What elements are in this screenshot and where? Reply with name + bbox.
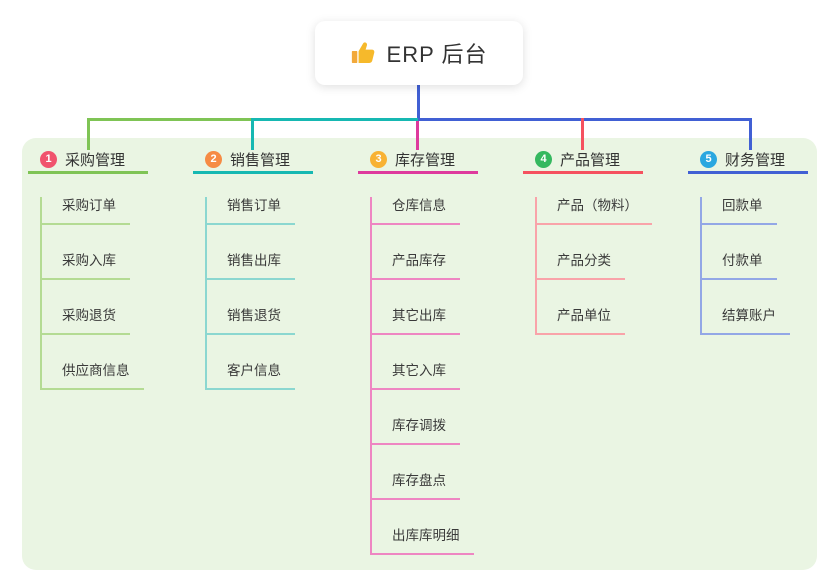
branch-finance: 5 财务管理 回款单 付款单 结算账户: [688, 148, 838, 335]
child-node: 结算账户: [702, 307, 838, 335]
branch-number-badge: 3: [370, 151, 387, 168]
branch-label: 库存管理: [395, 152, 456, 169]
branch-sales: 2 销售管理 销售订单 销售出库 销售退货 客户信息: [193, 148, 343, 390]
branch-header[interactable]: 4 产品管理: [523, 148, 643, 174]
branch-label: 产品管理: [560, 152, 621, 169]
connector-root-drop: [417, 85, 420, 119]
branch-number-badge: 5: [700, 151, 717, 168]
child-node: 客户信息: [207, 362, 343, 390]
child-label[interactable]: 产品单位: [537, 307, 625, 335]
connector-drop-branch4: [581, 118, 584, 150]
child-label[interactable]: 结算账户: [702, 307, 790, 335]
child-node: 出库库明细: [372, 527, 508, 555]
child-node: 库存调拨: [372, 417, 508, 445]
child-node: 付款单: [702, 252, 838, 280]
thumbs-up-icon: [351, 42, 374, 63]
connector-bus-green: [87, 118, 253, 121]
root-label: ERP 后台: [386, 42, 488, 67]
branch-number-badge: 1: [40, 151, 57, 168]
child-node: 供应商信息: [42, 362, 178, 390]
connector-bus-teal: [251, 118, 418, 121]
child-label[interactable]: 库存调拨: [372, 417, 460, 445]
branch-number-badge: 4: [535, 151, 552, 168]
child-node: 仓库信息: [372, 197, 508, 225]
child-node: 库存盘点: [372, 472, 508, 500]
child-node: 产品库存: [372, 252, 508, 280]
child-node: 销售出库: [207, 252, 343, 280]
child-label[interactable]: 销售订单: [207, 197, 295, 225]
branch-label: 财务管理: [725, 152, 786, 169]
child-node: 销售退货: [207, 307, 343, 335]
branch-children: 仓库信息 产品库存 其它出库 其它入库 库存调拨 库存盘点 出库库明细: [370, 197, 508, 555]
child-label[interactable]: 仓库信息: [372, 197, 460, 225]
branch-children: 产品（物料） 产品分类 产品单位: [535, 197, 673, 335]
child-node: 采购订单: [42, 197, 178, 225]
child-label[interactable]: 产品（物料）: [537, 197, 652, 225]
connector-drop-branch3: [416, 121, 419, 150]
branch-children: 回款单 付款单 结算账户: [700, 197, 838, 335]
child-node: 销售订单: [207, 197, 343, 225]
connector-drop-branch2: [251, 118, 254, 150]
branch-label: 采购管理: [65, 152, 126, 169]
connector-drop-branch1: [87, 118, 90, 150]
branch-product: 4 产品管理 产品（物料） 产品分类 产品单位: [523, 148, 673, 335]
child-label[interactable]: 库存盘点: [372, 472, 460, 500]
child-label[interactable]: 付款单: [702, 252, 777, 280]
child-label[interactable]: 客户信息: [207, 362, 295, 390]
child-label[interactable]: 产品分类: [537, 252, 625, 280]
root-node[interactable]: ERP 后台: [315, 21, 523, 85]
child-label[interactable]: 产品库存: [372, 252, 460, 280]
branch-header[interactable]: 5 财务管理: [688, 148, 808, 174]
connector-drop-branch5: [749, 118, 752, 150]
child-node: 其它入库: [372, 362, 508, 390]
branch-header[interactable]: 3 库存管理: [358, 148, 478, 174]
child-label[interactable]: 采购退货: [42, 307, 130, 335]
child-label[interactable]: 采购入库: [42, 252, 130, 280]
child-node: 产品单位: [537, 307, 673, 335]
child-node: 采购入库: [42, 252, 178, 280]
child-label[interactable]: 供应商信息: [42, 362, 144, 390]
child-node: 回款单: [702, 197, 838, 225]
child-label[interactable]: 回款单: [702, 197, 777, 225]
child-label[interactable]: 出库库明细: [372, 527, 474, 555]
child-node: 产品分类: [537, 252, 673, 280]
child-label[interactable]: 销售退货: [207, 307, 295, 335]
child-label[interactable]: 销售出库: [207, 252, 295, 280]
branch-header[interactable]: 1 采购管理: [28, 148, 148, 174]
branch-children: 销售订单 销售出库 销售退货 客户信息: [205, 197, 343, 390]
child-node: 采购退货: [42, 307, 178, 335]
child-node: 产品（物料）: [537, 197, 673, 225]
branch-label: 销售管理: [230, 152, 291, 169]
branch-inventory: 3 库存管理 仓库信息 产品库存 其它出库 其它入库 库存调拨 库存盘点 出库库…: [358, 148, 508, 555]
child-node: 其它出库: [372, 307, 508, 335]
connector-bus-blue: [418, 118, 752, 121]
branch-purchase: 1 采购管理 采购订单 采购入库 采购退货 供应商信息: [28, 148, 178, 390]
child-label[interactable]: 采购订单: [42, 197, 130, 225]
child-label[interactable]: 其它出库: [372, 307, 460, 335]
branch-header[interactable]: 2 销售管理: [193, 148, 313, 174]
child-label[interactable]: 其它入库: [372, 362, 460, 390]
branch-children: 采购订单 采购入库 采购退货 供应商信息: [40, 197, 178, 390]
branch-number-badge: 2: [205, 151, 222, 168]
